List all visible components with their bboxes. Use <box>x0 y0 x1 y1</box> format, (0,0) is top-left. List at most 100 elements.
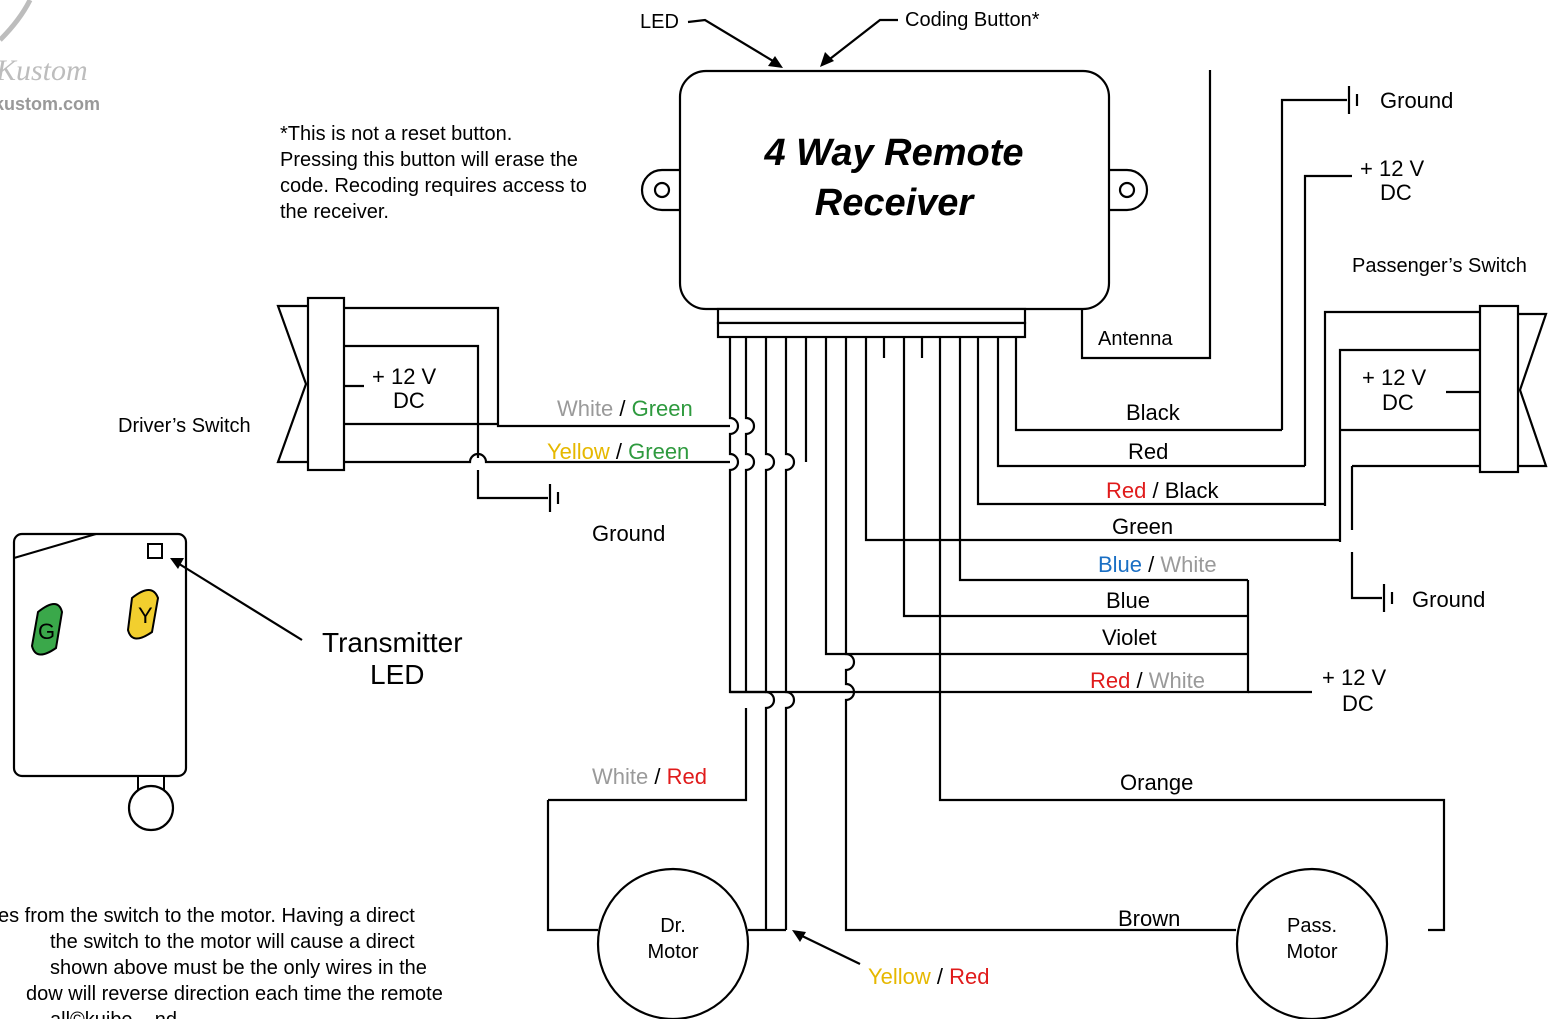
receiver-box: 4 Way Remote Receiver <box>640 69 1149 339</box>
driver-ground-wire <box>476 470 548 500</box>
bundle-wire-4 <box>784 337 796 930</box>
wire-part: Red <box>1090 668 1130 693</box>
wire-label-white-green: White / Green <box>557 396 693 421</box>
top-labels: LED Coding Button* <box>640 9 1040 68</box>
wire-sep: / <box>648 764 666 789</box>
transmitter-keyring <box>127 784 175 832</box>
transmitter-led-arrowhead <box>170 558 184 569</box>
driver-v12-line-1: + 12 V <box>372 364 437 389</box>
note-line-2: Pressing this button will erase the <box>280 149 578 171</box>
transmitter-edge <box>13 533 97 559</box>
driver-12v-wire <box>344 344 480 458</box>
green-wire <box>864 337 1340 542</box>
antenna-wire <box>1080 70 1212 360</box>
brown-wire <box>844 337 1236 932</box>
pass-v12-line-1: + 12 V <box>1362 365 1427 390</box>
driver-v12-line-2: DC <box>393 388 425 413</box>
wire-label-brown: Brown <box>1118 906 1180 931</box>
wire-label-green: Green <box>1112 514 1173 539</box>
yellow-red-arrowhead <box>792 930 806 942</box>
wire-sep: / <box>1130 668 1148 693</box>
bundle-wire-2 <box>744 337 756 692</box>
wire-part: Green <box>632 396 693 421</box>
bottom-v12-line-2: DC <box>1342 691 1374 716</box>
bundle-wire-3 <box>764 337 776 930</box>
bottom-note-line-3: shown above must be the only wires in th… <box>50 957 427 979</box>
bundle-wire-1 <box>728 337 766 694</box>
wire-label-orange: Orange <box>1120 770 1193 795</box>
white-red-top <box>548 708 748 802</box>
passenger-switch-label: Passenger’s Switch <box>1352 255 1527 277</box>
receiver-connector-top <box>716 307 1027 325</box>
led-label: LED <box>640 11 679 33</box>
coding-arrowhead <box>820 52 834 67</box>
v12-top-line-1: + 12 V <box>1360 156 1425 181</box>
wire-label-white-red: White / Red <box>592 764 707 789</box>
pass-v12-line-2: DC <box>1382 390 1414 415</box>
wire-label-red: Red <box>1128 439 1168 464</box>
driver-motor <box>596 867 750 1019</box>
yellow-green-wire <box>344 452 730 464</box>
y-button-label: Y <box>138 603 153 628</box>
wire-part: Red <box>667 764 707 789</box>
y-button[interactable] <box>126 589 160 640</box>
logo-url: kustom.com <box>0 94 100 114</box>
wire-part: Blue <box>1098 552 1142 577</box>
passenger-switch: Passenger’s Switch + 12 V DC Ground <box>1323 255 1548 612</box>
receiver-mount-left <box>640 168 680 212</box>
black-wire <box>1014 337 1282 432</box>
transmitter-label-line-2: LED <box>370 659 424 690</box>
receiver-bundle <box>546 337 1446 932</box>
wire-label-red-white: Red / White <box>1090 668 1205 693</box>
wire-label-red-black: Red / Black <box>1106 478 1220 503</box>
receiver-mount-right <box>1109 168 1149 212</box>
receiver-connector-bottom <box>716 321 1027 339</box>
violet-wire <box>824 337 1248 656</box>
bottom-note-line-4: dow will reverse direction each time the… <box>26 983 443 1005</box>
coding-button-label: Coding Button* <box>905 9 1040 31</box>
wire-label-blue: Blue <box>1106 588 1150 613</box>
wire-part: Yellow <box>868 964 931 989</box>
ground-top-label: Ground <box>1380 88 1453 113</box>
g-button[interactable] <box>30 603 64 656</box>
mount-hole-right <box>1118 181 1136 199</box>
v12-top-line-2: DC <box>1380 180 1412 205</box>
bottom-note-line-2: the switch to the motor will cause a dir… <box>50 931 415 953</box>
transmitter-led-square <box>147 543 163 559</box>
red-wire <box>996 337 1305 468</box>
dr-motor-line-2: Motor <box>647 941 698 963</box>
note-line-4: the receiver. <box>280 201 389 223</box>
driver-switch-body <box>306 296 346 472</box>
pass-ground-wire <box>1350 552 1382 600</box>
wire-label-yellow-red: Yellow / Red <box>868 964 990 989</box>
black-wire-vertical <box>1280 98 1347 430</box>
wire-sep: / <box>613 396 631 421</box>
passenger-motor <box>1235 867 1389 1019</box>
wire-part: White <box>1160 552 1216 577</box>
wire-sep: / <box>1142 552 1160 577</box>
pass-motor-line-1: Pass. <box>1287 915 1337 937</box>
wire-part: Red <box>949 964 989 989</box>
logo: Kustom kustom.com <box>0 0 100 114</box>
pass-ground-label: Ground <box>1412 587 1485 612</box>
transmitter-label-line-1: Transmitter <box>322 627 463 658</box>
pass-switch-wire-12v <box>1338 348 1480 542</box>
logo-name: Kustom <box>0 54 88 87</box>
wire-part: Yellow <box>547 439 610 464</box>
wire-part: White <box>1149 668 1205 693</box>
blue-white-wire <box>958 337 1248 582</box>
driver-switch-label: Driver’s Switch <box>118 415 251 437</box>
transmitter: G Y Transmitter LED <box>12 532 463 832</box>
wire-label-violet: Violet <box>1102 625 1157 650</box>
red-wire-vertical <box>1303 174 1352 466</box>
led-arrow-line <box>687 18 779 65</box>
passenger-switch-bezel <box>1518 312 1548 468</box>
wire-part: White <box>592 764 648 789</box>
orange-wire <box>938 337 1446 932</box>
bottom-note: es from the switch to the motor. Having … <box>0 905 443 1019</box>
wire-part: Black <box>1165 478 1220 503</box>
wire-labels: White / Green Yellow / Green Black Red R… <box>547 396 1220 989</box>
wire-label-blue-white: Blue / White <box>1098 552 1217 577</box>
driver-ground-label: Ground <box>592 521 665 546</box>
coding-note: *This is not a reset button. Pressing th… <box>280 123 587 223</box>
